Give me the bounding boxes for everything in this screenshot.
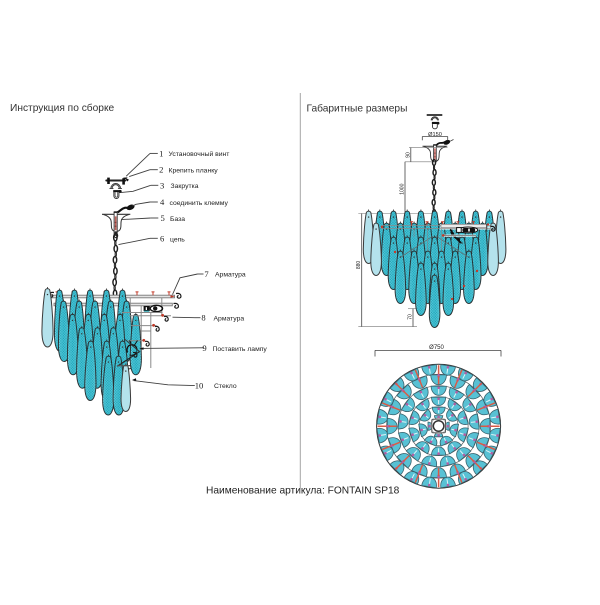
svg-text:6: 6: [160, 233, 165, 243]
svg-text:1000: 1000: [399, 183, 405, 194]
svg-text:2: 2: [159, 165, 163, 175]
svg-text:цепь: цепь: [170, 237, 185, 244]
svg-text:1: 1: [159, 148, 163, 158]
svg-text:Крепить планку: Крепить планку: [169, 168, 219, 175]
svg-text:3: 3: [160, 180, 164, 190]
svg-text:Арматура: Арматура: [215, 272, 246, 279]
svg-text:5: 5: [160, 213, 164, 223]
svg-text:Установочный винт: Установочный винт: [169, 150, 230, 158]
svg-text:4: 4: [160, 197, 165, 207]
svg-text:7: 7: [204, 269, 209, 279]
svg-text:Закрутка: Закрутка: [171, 183, 199, 190]
svg-text:10: 10: [195, 380, 204, 390]
svg-text:Поставить лампу: Поставить лампу: [213, 346, 268, 353]
svg-text:Арматура: Арматура: [214, 315, 245, 322]
svg-text:Инструкция по сборке: Инструкция по сборке: [10, 102, 115, 114]
svg-text:9: 9: [202, 343, 206, 353]
svg-text:90: 90: [406, 152, 412, 158]
svg-text:8: 8: [201, 313, 205, 323]
svg-text:Ø150: Ø150: [428, 132, 442, 138]
svg-text:Стекло: Стекло: [214, 383, 237, 390]
svg-text:880: 880: [356, 261, 362, 270]
svg-text:База: База: [170, 216, 185, 223]
svg-text:70: 70: [408, 314, 414, 320]
svg-text:Наименование артикула: FONTAIN: Наименование артикула: FONTAIN SP18: [206, 486, 400, 497]
svg-text:Габаритные размеры: Габаритные размеры: [307, 103, 408, 115]
svg-text:соединить клемму: соединить клемму: [170, 200, 229, 207]
svg-text:Ø750: Ø750: [429, 345, 444, 351]
